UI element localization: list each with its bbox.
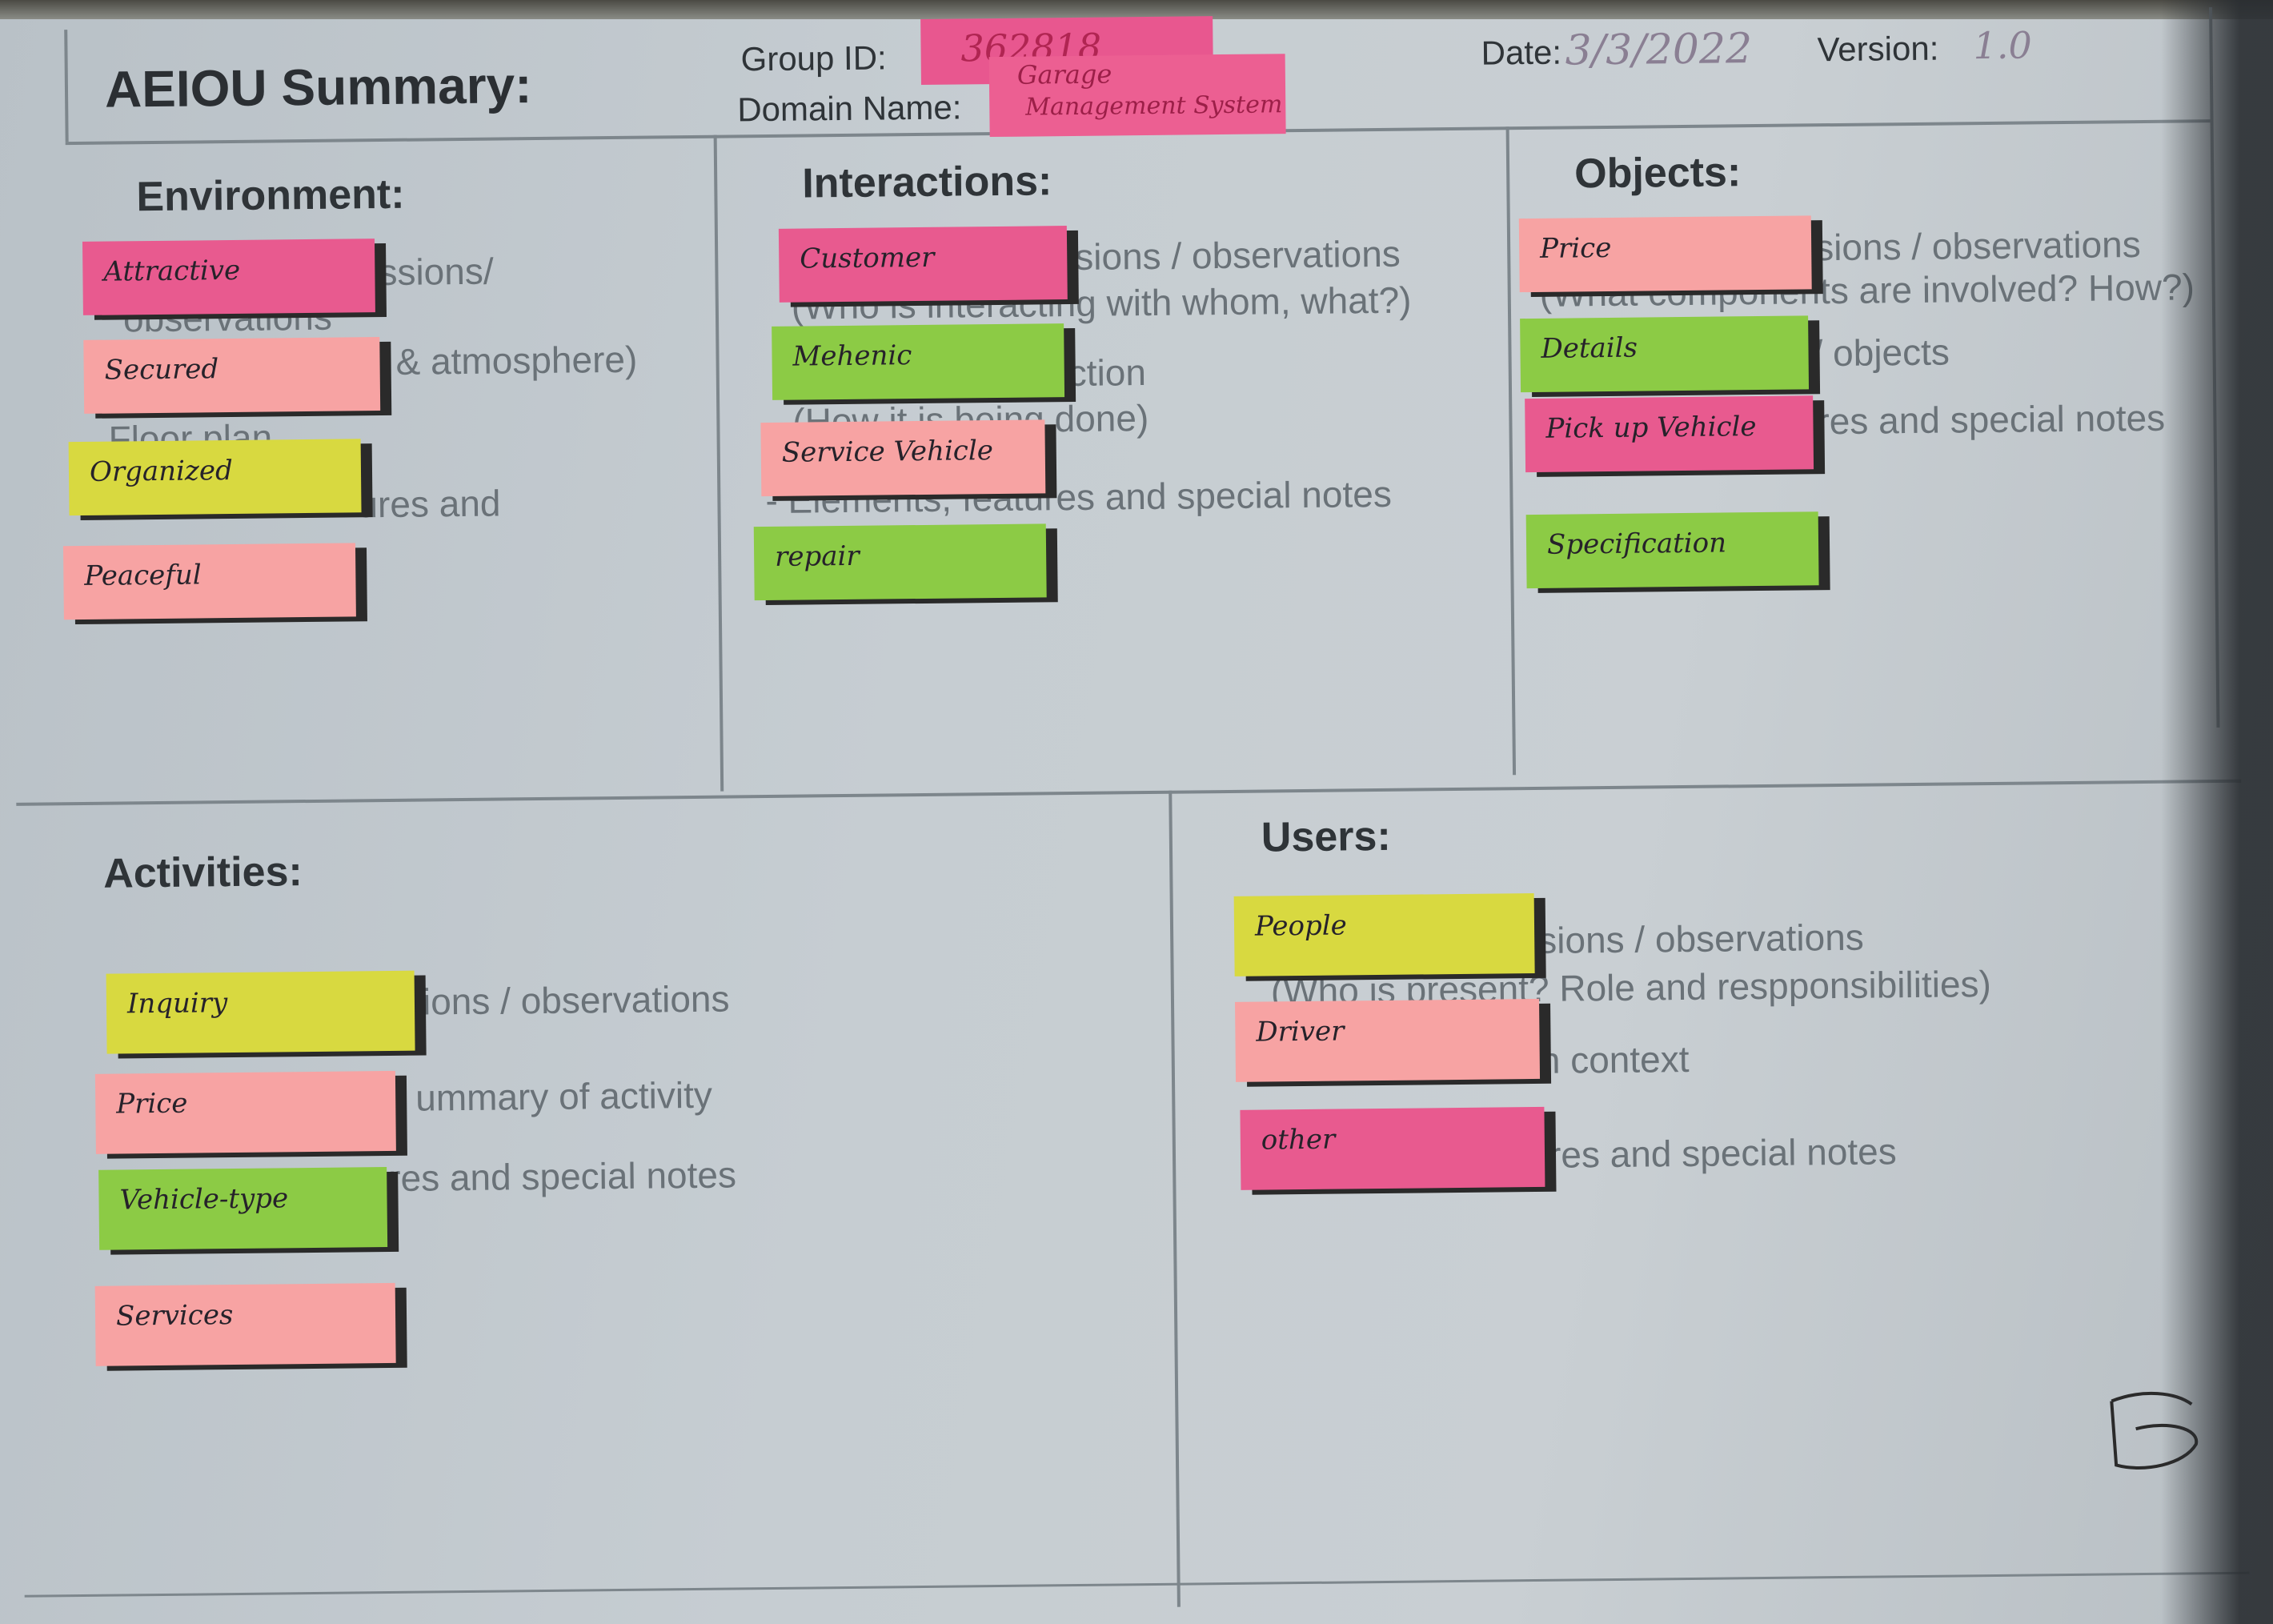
objects-faint-text: sions / observations bbox=[1814, 223, 2141, 269]
activities-faint-text: ions / observations bbox=[422, 977, 730, 1023]
objects-faint-text: / objects bbox=[1812, 331, 1950, 375]
middle-line bbox=[16, 779, 2242, 806]
objects-title: Objects: bbox=[1573, 149, 1742, 198]
sticky-note-environment: Organized bbox=[68, 439, 362, 516]
sticky-note-interactions: repair bbox=[753, 523, 1047, 601]
activities-faint-text: ummary of activity bbox=[415, 1073, 713, 1119]
date-label: Date: bbox=[1481, 33, 1562, 72]
top-edge-strip bbox=[0, 0, 2273, 19]
page-title: AEIOU Summary: bbox=[104, 56, 532, 118]
sticky-note-interactions: Mehenic bbox=[772, 323, 1065, 400]
bottom-line bbox=[24, 1571, 2250, 1598]
sticky-note-interactions: Service Vehicle bbox=[760, 419, 1046, 497]
objects-faint-text: res and special notes bbox=[1817, 396, 2166, 443]
top-divider-2 bbox=[1505, 126, 1517, 776]
activities-faint-text: res and special notes bbox=[387, 1153, 737, 1199]
bottom-divider bbox=[1169, 790, 1181, 1607]
sticky-note-activities: Inquiry bbox=[106, 970, 415, 1054]
sticky-note-objects: Pick up Vehicle bbox=[1525, 395, 1814, 473]
version-value: 1.0 bbox=[1973, 23, 2032, 68]
sticky-note-objects: Price bbox=[1518, 215, 1812, 293]
sticky-note-users: Driver bbox=[1235, 998, 1541, 1082]
version-label: Version: bbox=[1817, 29, 1939, 69]
sticky-note-environment: Secured bbox=[83, 337, 381, 414]
interactions-faint-text: ction bbox=[1068, 351, 1147, 395]
photo-shadow-edge bbox=[2161, 0, 2273, 1624]
sticky-note-environment: Peaceful bbox=[62, 543, 356, 620]
users-faint-text: sions / observations bbox=[1537, 916, 1865, 961]
sticky-note-activities: Services bbox=[94, 1282, 396, 1366]
environment-faint-text: ures and bbox=[357, 482, 501, 526]
sticky-note-users: People bbox=[1233, 892, 1535, 976]
sticky-note-activities: Price bbox=[94, 1070, 396, 1154]
top-divider-1 bbox=[713, 134, 724, 792]
users-title: Users: bbox=[1261, 812, 1392, 861]
sticky-note-interactions: Customer bbox=[778, 226, 1068, 303]
sticky-note-activities: Vehicle-type bbox=[98, 1167, 388, 1250]
environment-faint-text: ssions/ bbox=[379, 250, 494, 294]
domain-name-label: Domain Name: bbox=[737, 88, 962, 129]
users-faint-text: n context bbox=[1539, 1037, 1690, 1081]
left-border-line bbox=[64, 30, 69, 142]
environment-title: Environment: bbox=[136, 170, 405, 221]
date-value: 3/3/2022 bbox=[1565, 25, 1753, 75]
interactions-title: Interactions: bbox=[801, 158, 1052, 207]
users-faint-text: res and special notes bbox=[1548, 1130, 1897, 1176]
group-id-label: Group ID: bbox=[740, 38, 887, 78]
sticky-note-objects: Details bbox=[1520, 315, 1810, 393]
sticky-note-objects: Specification bbox=[1525, 511, 1819, 589]
sticky-note-environment: Attractive bbox=[82, 239, 375, 315]
activities-title: Activities: bbox=[102, 848, 303, 897]
environment-faint-text: & atmosphere) bbox=[395, 338, 638, 383]
domain-value-line2: Management System bbox=[1025, 90, 1283, 122]
sticky-note-users: other bbox=[1240, 1106, 1545, 1190]
interactions-faint-text: sions / observations bbox=[1074, 232, 1401, 278]
domain-value-line1: Garage bbox=[1016, 58, 1112, 90]
